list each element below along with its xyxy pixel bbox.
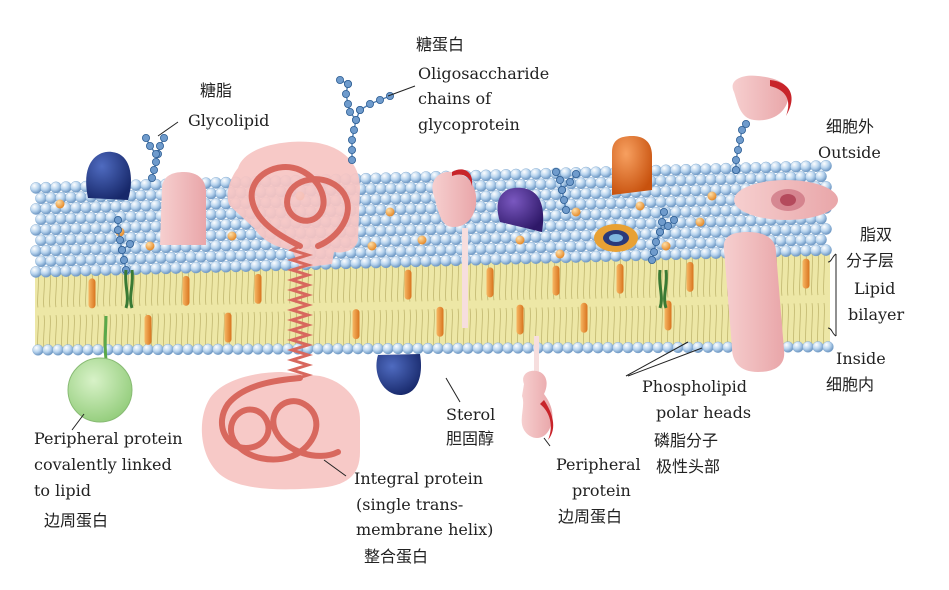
peripheral-right-label-1: Peripheral [556, 455, 641, 474]
outside-label-zh: 细胞外 [826, 117, 874, 136]
peripheral-left-label-3: to lipid [34, 481, 91, 500]
peripheral-left-label-1: Peripheral protein [34, 429, 183, 448]
peripheral-right-label-zh: 边周蛋白 [558, 507, 622, 526]
surface-orange-molecules [55, 191, 717, 259]
peripheral-protein-bottom [521, 336, 554, 440]
integral-label-3: membrane helix) [356, 520, 493, 539]
bilayer-label-zh-2: 分子层 [846, 251, 894, 270]
bilayer-label-1: Lipid [854, 279, 895, 298]
glycoprotein-label-1: Oligosaccharide [418, 64, 549, 83]
integral-label-1: Integral protein [354, 469, 483, 488]
integral-label-2: (single trans- [356, 495, 463, 514]
navy-protein-top [86, 151, 131, 200]
glycoprotein-label-2: chains of [418, 89, 492, 108]
inside-label: Inside [836, 349, 886, 368]
glycolipid-label: Glycolipid [188, 111, 269, 130]
glycoprotein-label-3: glycoprotein [418, 115, 520, 134]
surface-disc-protein [734, 180, 838, 220]
peripheral-protein-lipid-linked [67, 315, 133, 423]
glycolipid-label-zh: 糖脂 [200, 81, 232, 100]
glycoprotein-label-zh: 糖蛋白 [416, 35, 464, 54]
phospholipid-label-zh-2: 极性头部 [656, 457, 720, 476]
outside-label: Outside [818, 143, 881, 162]
phospholipid-label-1: Phospholipid [642, 377, 747, 396]
orange-protein [612, 136, 652, 195]
proteins [67, 75, 838, 490]
labels: 糖脂 Glycolipid 糖蛋白 Oligosaccharide chains… [34, 35, 905, 566]
sterol-label: Sterol [446, 405, 495, 424]
inside-label-zh: 细胞内 [826, 375, 874, 394]
peripheral-protein-top-right [732, 75, 792, 121]
phospholipid-label-zh-1: 磷脂分子 [654, 431, 718, 450]
glycolipid-tails [124, 269, 668, 309]
ring-protein [594, 224, 638, 252]
integral-label-zh: 整合蛋白 [364, 547, 428, 566]
purple-protein [497, 187, 544, 232]
peripheral-left-label-2: covalently linked [34, 455, 172, 474]
phospholipid-label-2: polar heads [656, 403, 751, 422]
peripheral-right-label-2: protein [572, 481, 631, 500]
peripheral-left-label-zh: 边周蛋白 [44, 511, 108, 530]
sterol-label-zh: 胆固醇 [446, 429, 494, 448]
peripheral-protein-top [432, 169, 477, 328]
bilayer-label-2: bilayer [848, 305, 905, 324]
bilayer-label-zh-1: 脂双 [860, 225, 892, 244]
navy-protein-bottom [376, 354, 422, 395]
integral-protein-large [201, 141, 360, 490]
pink-protein-left [160, 172, 206, 245]
leader-lines [71, 85, 837, 477]
pink-integral-right [723, 232, 785, 372]
